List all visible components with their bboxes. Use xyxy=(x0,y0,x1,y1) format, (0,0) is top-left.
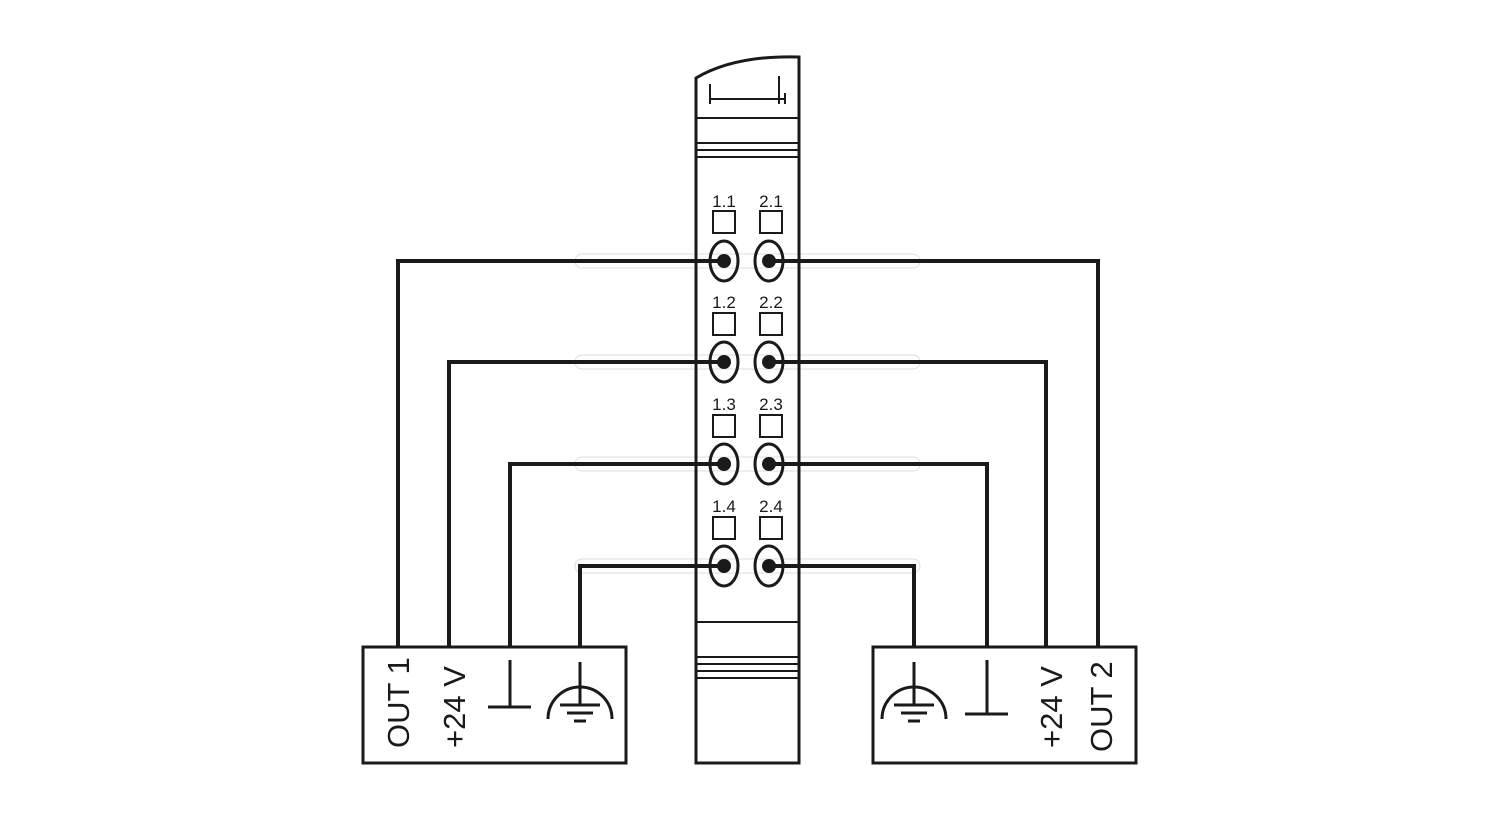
terminal-marker-box xyxy=(759,312,783,336)
terminal-marker-box xyxy=(712,516,736,540)
terminal-marker-box xyxy=(712,210,736,234)
ground-icon xyxy=(488,660,531,709)
terminal-2-2: 2.2 xyxy=(753,293,785,384)
wire-ground-left xyxy=(508,462,724,648)
wires-left xyxy=(396,259,724,648)
terminal-marker-box xyxy=(759,516,783,540)
terminal-label: 1.1 xyxy=(712,192,736,211)
device-right: +24 V OUT 2 xyxy=(871,645,1138,765)
out1-label: OUT 1 xyxy=(381,657,416,748)
wire-earth-right xyxy=(769,564,916,648)
device-right-box xyxy=(871,645,1138,765)
terminal-label: 1.3 xyxy=(712,395,736,414)
terminal-1-2: 1.2 xyxy=(708,293,740,384)
terminal-label: 2.2 xyxy=(759,293,783,312)
wire-supply-right xyxy=(769,360,1048,648)
wire-supply-left xyxy=(447,360,724,648)
protective-earth-icon xyxy=(880,662,948,723)
terminal-label: 1.4 xyxy=(712,497,736,516)
module-outline xyxy=(694,55,801,765)
supply-left-label: +24 V xyxy=(437,666,472,748)
wire-earth-left xyxy=(578,564,724,648)
out2-label: OUT 2 xyxy=(1084,661,1119,752)
terminal-module xyxy=(694,55,801,765)
terminal-label: 1.2 xyxy=(712,293,736,312)
wires-right xyxy=(769,259,1100,648)
wire-ground-right xyxy=(769,462,989,648)
protective-earth-icon xyxy=(546,662,614,723)
terminal-marker-box xyxy=(712,414,736,438)
ground-icon xyxy=(965,660,1008,716)
terminal-label: 2.1 xyxy=(759,192,783,211)
terminal-1-3: 1.3 xyxy=(708,395,740,486)
supply-right-label: +24 V xyxy=(1034,666,1069,748)
terminal-marker-box xyxy=(759,414,783,438)
wire-out1 xyxy=(396,259,724,648)
terminal-label: 2.4 xyxy=(759,497,783,516)
terminal-marker-box xyxy=(712,312,736,336)
terminal-marker-box xyxy=(759,210,783,234)
device-left-box xyxy=(361,645,628,765)
wire-out2 xyxy=(769,259,1100,648)
row-guides xyxy=(574,253,921,574)
terminal-label: 2.3 xyxy=(759,395,783,414)
device-left: OUT 1 +24 V xyxy=(361,645,628,765)
release-lever-icon xyxy=(709,76,786,104)
